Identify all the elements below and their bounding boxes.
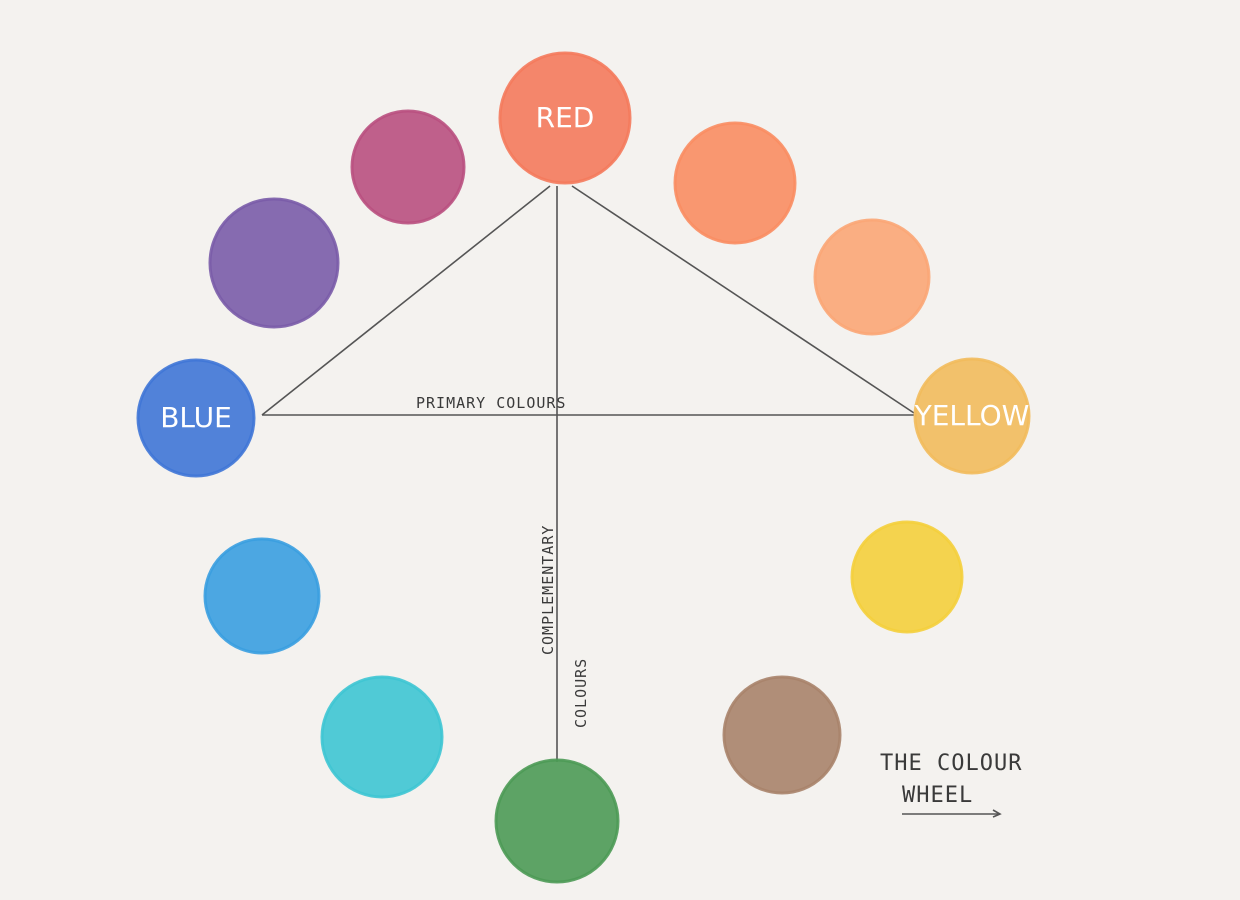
- swatch-circle: [498, 51, 632, 185]
- red-to-yellow-line: [571, 185, 915, 414]
- title-line2: WHEEL: [902, 783, 973, 808]
- swatch-label: RED: [536, 101, 595, 134]
- swatch-light-blue: [203, 537, 321, 655]
- swatch-label: BLUE: [160, 401, 232, 434]
- swatch-green: [494, 758, 620, 884]
- swatch-magenta: [350, 109, 466, 225]
- swatch-circle: [722, 675, 842, 795]
- swatch-circle: [350, 109, 466, 225]
- swatch-label: YELLOW: [914, 399, 1030, 432]
- swatch-circle: [913, 357, 1031, 475]
- swatch-circle: [136, 358, 256, 478]
- complementary-label-line1: COMPLEMENTARY: [539, 525, 557, 655]
- swatch-blue: BLUE: [136, 358, 256, 478]
- title-line1: THE COLOUR: [880, 751, 1022, 776]
- swatch-yellow: YELLOW: [913, 357, 1031, 475]
- swatch-circle: [320, 675, 444, 799]
- swatch-brown: [722, 675, 842, 795]
- complementary-label-line2: COLOURS: [572, 658, 590, 728]
- swatch-red-orange: [673, 121, 797, 245]
- swatch-circle: [673, 121, 797, 245]
- connector-lines: [261, 185, 915, 762]
- swatch-cyan: [320, 675, 444, 799]
- swatch-golden-yellow: [850, 520, 964, 634]
- swatch-circle: [494, 758, 620, 884]
- swatch-orange: [813, 218, 931, 336]
- red-to-blue-line: [261, 185, 551, 416]
- swatch-red: RED: [498, 51, 632, 185]
- swatch-circle: [813, 218, 931, 336]
- arrow-underline: [902, 809, 1002, 818]
- swatch-circle: [203, 537, 321, 655]
- swatch-purple: [208, 197, 340, 329]
- swatch-circle: [208, 197, 340, 329]
- primary-colours-label: PRIMARY COLOURS: [416, 394, 566, 412]
- swatch-circle: [850, 520, 964, 634]
